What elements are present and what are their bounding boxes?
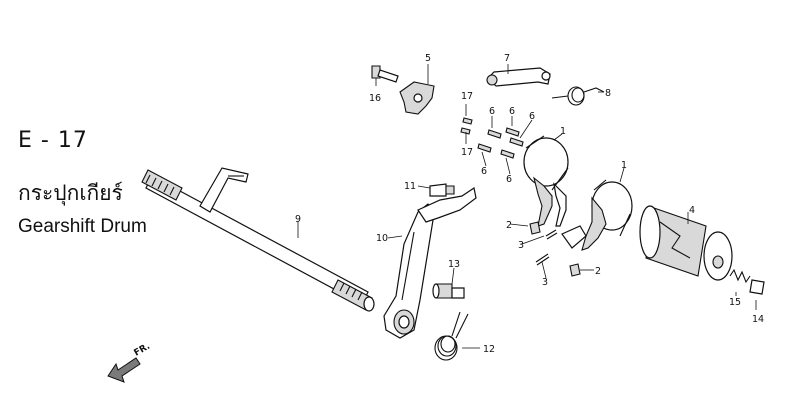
part-5-stopper-cam-plate[interactable] xyxy=(399,81,435,115)
leader-lines xyxy=(297,64,757,349)
callout-6b: 6 xyxy=(509,106,515,117)
fr-label: FR. xyxy=(133,342,152,359)
front-direction-arrow: FR. xyxy=(107,342,152,383)
callout-labels: 5 16 7 8 17 17 6 6 6 6 6 1 1 2 3 3 2 4 1… xyxy=(295,53,764,355)
part-17-pins[interactable] xyxy=(460,117,473,135)
callout-5: 5 xyxy=(425,53,431,64)
callout-1a: 1 xyxy=(560,126,566,137)
part-1-shift-fork-b[interactable] xyxy=(561,179,633,251)
callout-11: 11 xyxy=(404,181,416,192)
callout-6e: 6 xyxy=(506,174,512,185)
part-13-spring-pin[interactable] xyxy=(432,283,465,299)
part-10-gearshift-arm[interactable] xyxy=(383,187,477,339)
part-8-stopper-spring[interactable] xyxy=(551,86,605,106)
callout-14: 14 xyxy=(752,314,764,325)
callout-6a: 6 xyxy=(489,106,495,117)
part-7-stopper-arm[interactable] xyxy=(486,67,551,87)
section-title-block: E - 17 กระปุกเกียร์ Gearshift Drum xyxy=(18,128,147,238)
callout-8: 8 xyxy=(605,88,611,99)
part-3-cotter-pin[interactable] xyxy=(535,229,558,266)
callout-1b: 1 xyxy=(621,160,627,171)
part-6-guide-pins[interactable] xyxy=(477,127,524,159)
callout-16: 16 xyxy=(369,93,381,104)
part-9-gearshift-spindle[interactable] xyxy=(141,167,375,312)
part-14-neutral-switch-cap[interactable] xyxy=(749,279,765,295)
callout-17b: 17 xyxy=(461,147,473,158)
part-4-gearshift-drum[interactable] xyxy=(639,205,733,281)
callout-6c: 6 xyxy=(529,111,535,122)
callout-6d: 6 xyxy=(481,166,487,177)
callout-13: 13 xyxy=(448,259,460,270)
section-title-thai: กระปุกเกียร์ xyxy=(18,181,123,205)
section-title-english: Gearshift Drum xyxy=(18,216,147,237)
callout-10: 10 xyxy=(376,233,388,244)
part-2-fork-roller[interactable] xyxy=(529,221,581,277)
callout-2b: 2 xyxy=(595,266,601,277)
part-11-collar-bolt[interactable] xyxy=(429,183,455,197)
callout-9: 9 xyxy=(295,214,301,225)
callout-3a: 3 xyxy=(518,240,524,251)
callout-12: 12 xyxy=(483,344,495,355)
part-1-shift-fork-a[interactable] xyxy=(523,135,569,227)
part-12-return-spring[interactable] xyxy=(434,311,469,361)
part-16-bolt[interactable] xyxy=(371,65,399,83)
callout-7: 7 xyxy=(504,53,510,64)
callout-15: 15 xyxy=(729,297,741,308)
part-15-spring[interactable] xyxy=(729,268,751,284)
callout-17a: 17 xyxy=(461,91,473,102)
section-code: E - 17 xyxy=(18,128,88,153)
callout-4: 4 xyxy=(689,205,695,216)
callout-3b: 3 xyxy=(542,277,548,288)
callout-2a: 2 xyxy=(506,220,512,231)
